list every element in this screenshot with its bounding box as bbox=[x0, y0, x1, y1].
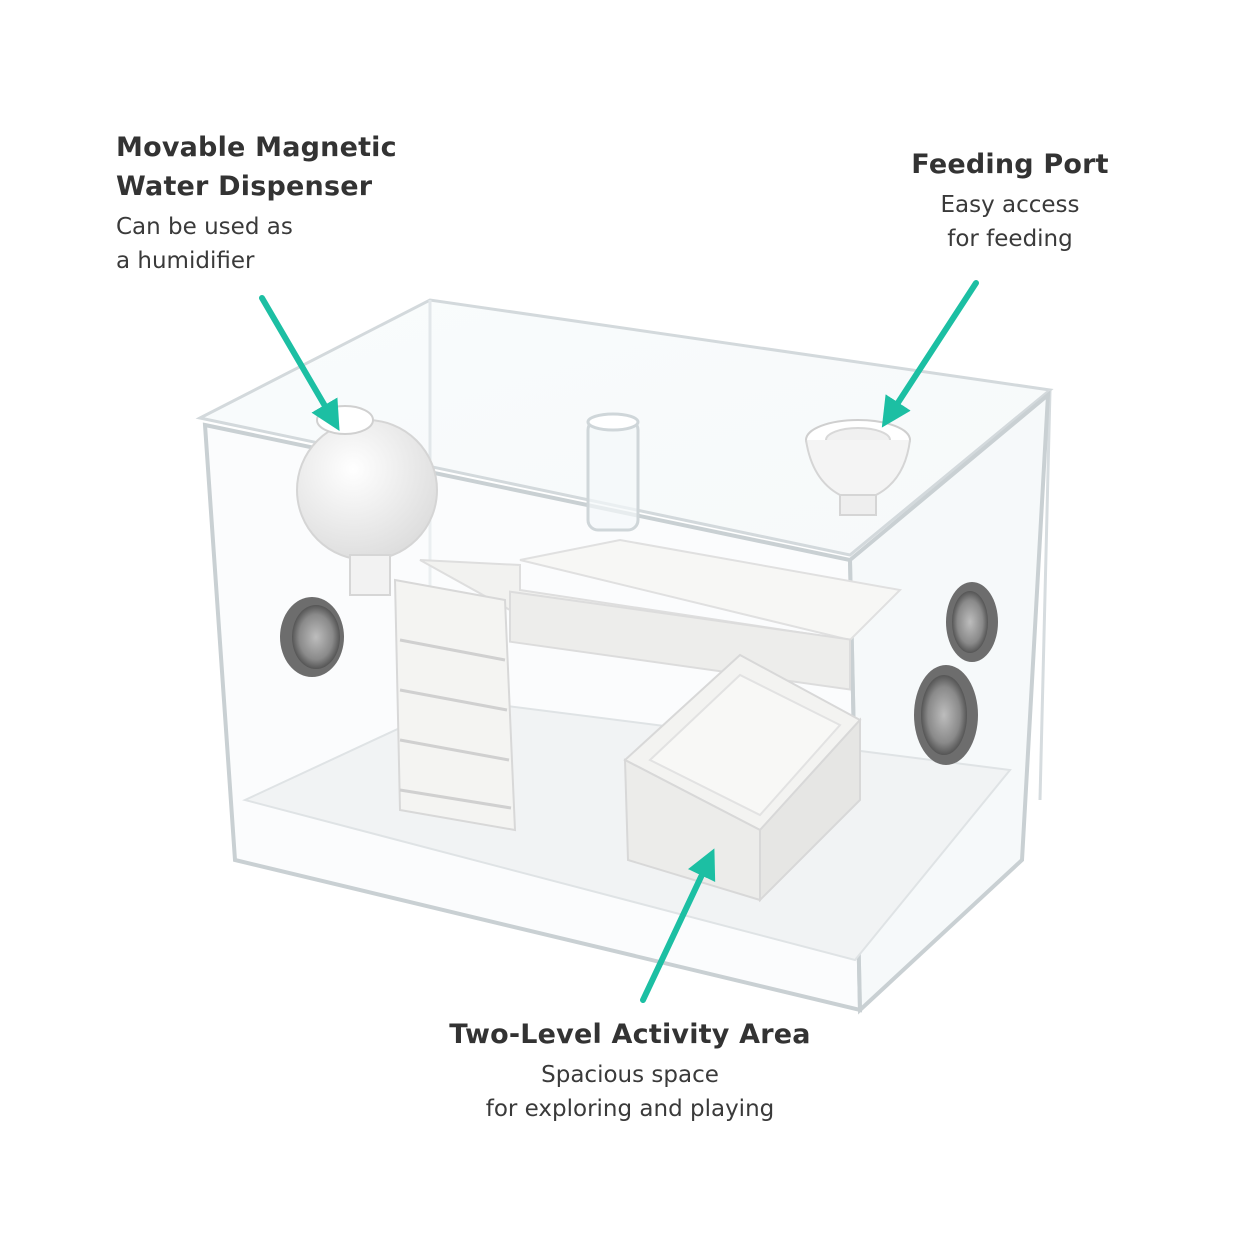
callout-feeding-port: Feeding Port Easy access for feeding bbox=[860, 145, 1160, 256]
glass-tube-icon bbox=[586, 412, 640, 532]
hide-box bbox=[623, 653, 862, 903]
feeding-port-description: Easy access for feeding bbox=[940, 192, 1080, 252]
ladder bbox=[393, 578, 517, 832]
vent-mesh-right-bottom-icon bbox=[914, 665, 978, 765]
callout-activity-area: Two-Level Activity Area Spacious space f… bbox=[380, 1015, 880, 1126]
activity-area-arrow bbox=[640, 848, 716, 1003]
water-dispenser-arrow bbox=[259, 295, 340, 431]
water-dispenser-description: Can be used as a humidifier bbox=[116, 214, 293, 274]
callout-water-dispenser: Movable Magnetic Water Dispenser Can be … bbox=[116, 128, 446, 278]
feeding-port-icon bbox=[805, 419, 911, 516]
vent-mesh-left-icon bbox=[280, 597, 344, 677]
two-level-platform bbox=[419, 538, 903, 691]
activity-area-description: Spacious space for exploring and playing bbox=[485, 1062, 775, 1122]
water-dispenser-title: Movable Magnetic Water Dispenser bbox=[116, 132, 397, 202]
feeding-port-title: Feeding Port bbox=[911, 149, 1109, 180]
activity-area-title: Two-Level Activity Area bbox=[449, 1019, 811, 1050]
feeding-port-arrow bbox=[881, 280, 979, 428]
vent-mesh-right-top-icon bbox=[946, 582, 998, 662]
